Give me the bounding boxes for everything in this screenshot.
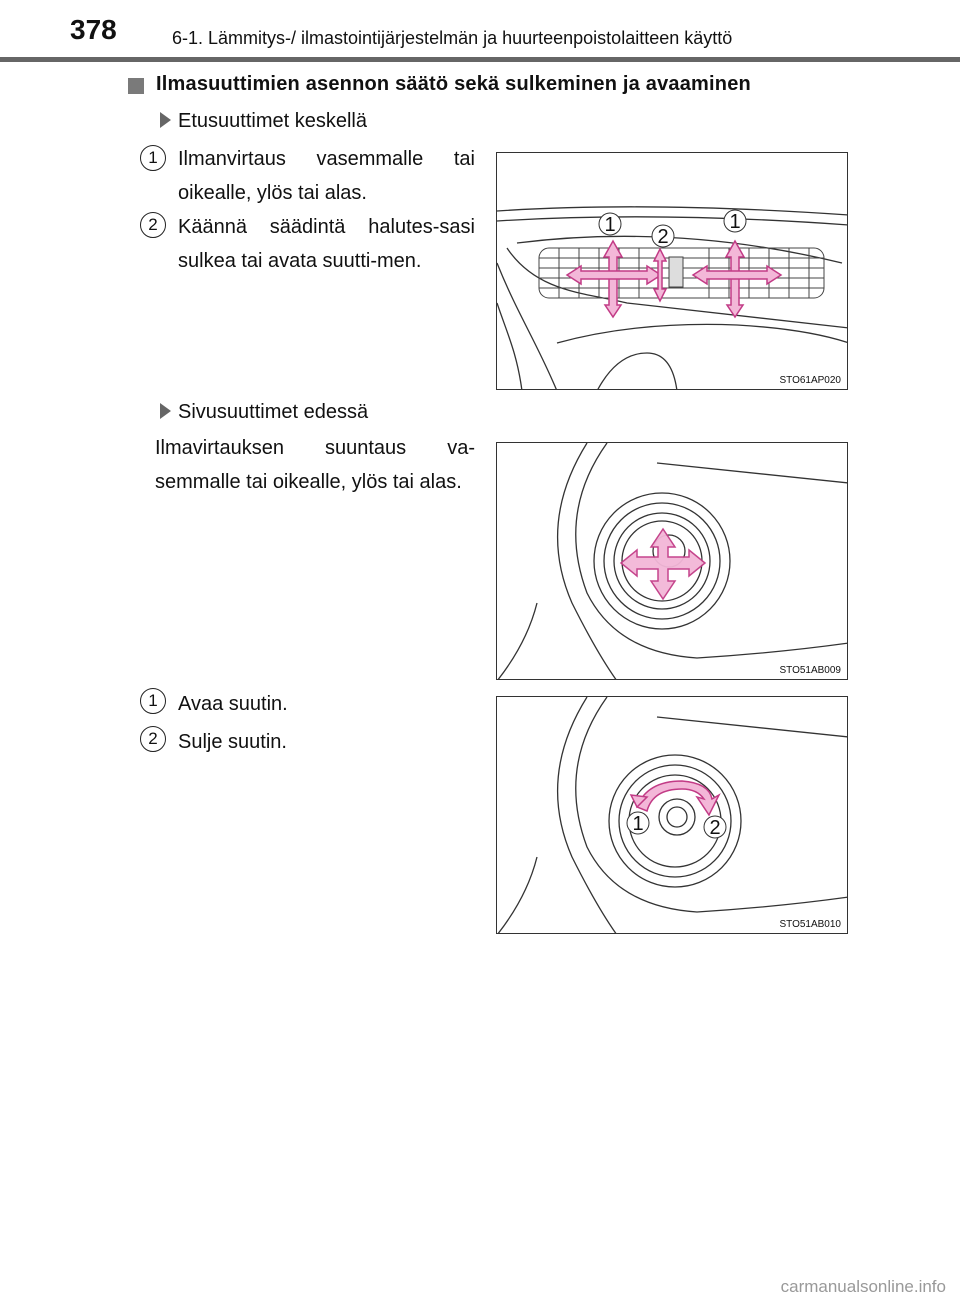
triangle-bullet-icon [160, 112, 171, 128]
chapter-title: 6-1. Lämmitys-/ ilmastointijärjestelmän … [172, 28, 733, 48]
callout-label: 1 [632, 813, 643, 835]
subsection-heading-front-center: Etusuuttimet keskellä [178, 110, 367, 132]
figure-front-side-vent: STO51AB009 [496, 442, 848, 680]
page-number: 378 [70, 14, 117, 45]
section-title: Ilmasuuttimien asennon säätö sekä sulkem… [156, 73, 751, 95]
step-number-badge: 2 [140, 212, 166, 238]
vent-dial-illustration: 1 2 [497, 697, 847, 933]
step-number-badge: 1 [140, 145, 166, 171]
callout-label: 1 [604, 214, 615, 236]
figure-vent-open-close: 1 2 STO51AB010 [496, 696, 848, 934]
step-2-text: Käännä säädintä halutes-sasi sulkea tai … [178, 216, 475, 272]
callout-label: 2 [709, 817, 720, 839]
figure-front-center-vents: 1 2 1 STO61AP020 [496, 152, 848, 390]
side-vent-illustration [497, 443, 847, 679]
step-number-badge: 2 [140, 726, 166, 752]
site-watermark: carmanualsonline.info [780, 1277, 946, 1296]
callout-label: 1 [729, 211, 740, 233]
header-divider [0, 57, 960, 62]
figure-code: STO51AB009 [779, 665, 841, 676]
figure-code: STO61AP020 [779, 375, 841, 386]
step-number-badge: 1 [140, 688, 166, 714]
open-vent-text: Avaa suutin. [178, 693, 288, 715]
callout-label: 2 [657, 226, 668, 248]
triangle-bullet-icon [160, 403, 171, 419]
front-side-text: Ilmavirtauksen suuntaus va-semmalle tai … [155, 437, 475, 493]
step-1-text: Ilmanvirtaus vasemmalle tai oikealle, yl… [178, 148, 475, 204]
subsection-heading-front-side: Sivusuuttimet edessä [178, 401, 369, 423]
section-square-icon [128, 78, 144, 94]
close-vent-text: Sulje suutin. [178, 731, 287, 753]
figure-code: STO51AB010 [779, 919, 841, 930]
front-center-vents-illustration: 1 2 1 [497, 206, 847, 389]
